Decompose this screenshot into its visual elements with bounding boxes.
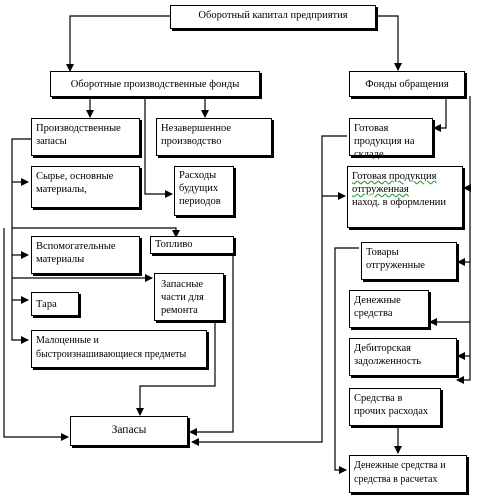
box-raw-materials: Сырье, основные материалы, <box>31 166 140 208</box>
box-working-capital: Оборотный капитал предприятия <box>170 5 376 29</box>
box-deferred-expenses-label: Расходы будущих периодов <box>179 170 221 207</box>
box-spare-parts: Запасные части для ремонта <box>154 273 224 321</box>
box-raw-materials-label: Сырье, основные материалы, <box>36 171 114 195</box>
box-stocks: Запасы <box>70 416 188 446</box>
box-tare: Тара <box>31 292 79 316</box>
box-auxiliary-materials-label: Вспомогательные материалы <box>36 241 116 265</box>
box-spare-parts-label: Запасные части для ремонта <box>161 279 204 316</box>
box-cash-and-settlements: Денежные средства и средства в расчетах <box>349 455 467 493</box>
box-receivables: Дебиторская задолженность <box>349 338 457 376</box>
box-goods-shipped: Товары отгруженные <box>361 242 457 280</box>
box-goods-shipped-label: Готовая продукция отгруженная <box>352 171 437 195</box>
box-other-expenses-label: Средства в прочих расходах <box>354 393 429 417</box>
box-fuel: Топливо <box>150 236 234 254</box>
box-wip-label: Незавершенное производство <box>161 123 232 147</box>
box-in-processing-label: наход. в оформлении <box>352 197 447 208</box>
box-production-funds: Оборотные производственные фонды <box>50 71 260 97</box>
box-deferred-expenses: Расходы будущих периодов <box>174 166 234 216</box>
box-low-value-items-label: Малоценные и быстроизнашивающиеся предме… <box>36 335 187 360</box>
box-finished-goods: Готовая продукция на складе <box>349 118 433 160</box>
box-circulation-funds-label: Фонды обращения <box>365 79 449 90</box>
box-goods-shipped-in-processing: Готовая продукция отгруженная наход. в о… <box>347 166 463 228</box>
box-stocks-label: Запасы <box>111 424 147 436</box>
box-production-funds-label: Оборотные производственные фонды <box>70 79 240 90</box>
box-cash-and-settlements-label: Денежные средства и средства в расчетах <box>354 460 446 485</box>
box-circulation-funds: Фонды обращения <box>349 71 465 97</box>
box-working-capital-label: Оборотный капитал предприятия <box>198 10 348 21</box>
box-tare-label: Тара <box>36 299 57 310</box>
box-receivables-label: Дебиторская задолженность <box>354 343 422 367</box>
box-wip: Незавершенное производство <box>156 118 272 156</box>
box-cash-label: Денежные средства <box>354 295 401 319</box>
box-production-stocks: Производственные запасы <box>31 118 140 156</box>
box-cash: Денежные средства <box>349 290 429 328</box>
box-other-expenses: Средства в прочих расходах <box>349 388 441 426</box>
box-goods-shipped-label-2: Товары отгруженные <box>366 247 425 271</box>
box-fuel-label: Топливо <box>155 239 193 250</box>
box-low-value-items: Малоценные и быстроизнашивающиеся предме… <box>31 330 207 368</box>
box-auxiliary-materials: Вспомогательные материалы <box>31 236 140 274</box>
box-finished-goods-label: Готовая продукция на складе <box>354 123 415 160</box>
box-production-stocks-label: Производственные запасы <box>36 123 121 147</box>
